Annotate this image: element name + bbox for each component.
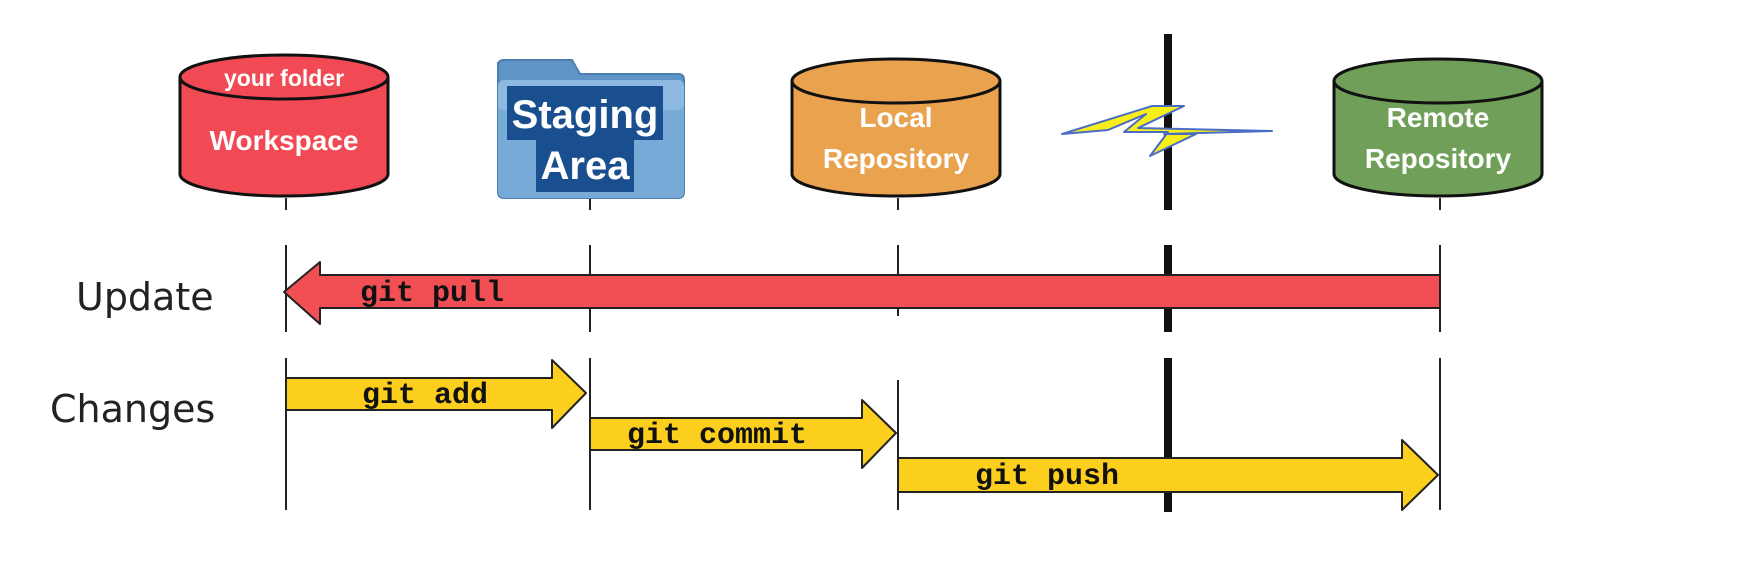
git-push-arrow: git push — [897, 439, 1439, 511]
local-repository-node: Local Repository — [790, 57, 1002, 198]
git-add-arrow: git add — [285, 359, 587, 429]
git-pull-arrow: git pull — [283, 261, 1441, 325]
workspace-label: Workspace — [210, 125, 359, 156]
local-repo-label-line2: Repository — [823, 143, 970, 174]
staging-label-line2: Area — [541, 144, 631, 188]
git-commit-arrow: git commit — [589, 399, 897, 469]
lightning-icon — [1061, 105, 1273, 157]
workspace-node: your folder Workspace — [178, 53, 390, 198]
git-commit-label: git commit — [627, 419, 807, 453]
remote-repo-label-line2: Repository — [1365, 143, 1512, 174]
git-add-label: git add — [362, 379, 488, 413]
workspace-caption: your folder — [224, 65, 344, 91]
remote-repo-label-line1: Remote — [1387, 102, 1490, 133]
staging-label-bg-1 — [507, 86, 663, 140]
git-push-label: git push — [975, 460, 1119, 494]
staging-area-node: Staging Area — [497, 59, 685, 199]
row-label-changes: Changes — [50, 387, 215, 431]
git-pull-label: git pull — [360, 277, 504, 311]
staging-label-bg-2 — [536, 140, 634, 192]
row-label-update: Update — [76, 275, 214, 319]
local-repo-label-line1: Local — [859, 102, 932, 133]
staging-label-line1: Staging — [512, 93, 659, 137]
remote-repository-node: Remote Repository — [1332, 57, 1544, 198]
